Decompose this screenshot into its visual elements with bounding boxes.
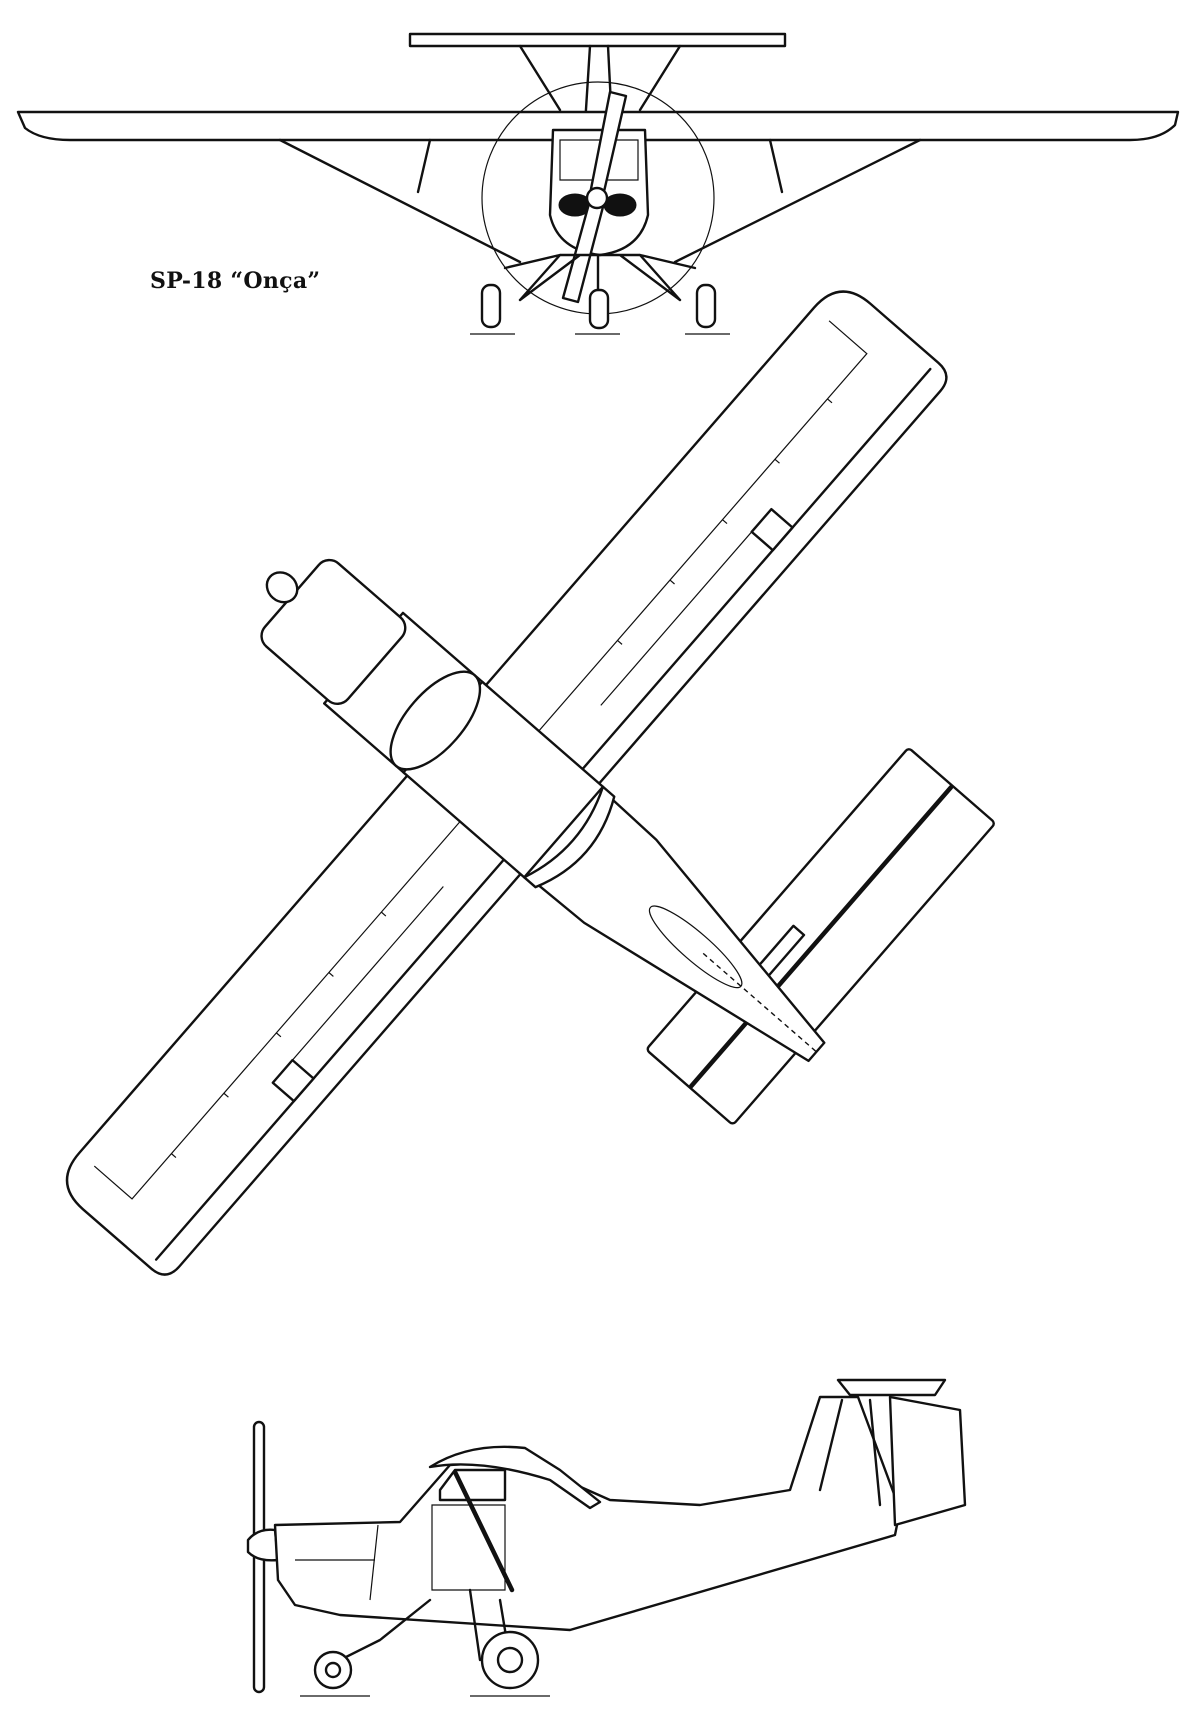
aileron-left-end — [271, 1058, 315, 1103]
flap-lines — [272, 508, 772, 1084]
nose-wheel-hub — [324, 1661, 342, 1679]
aircraft-title: SP-18 “Onça” — [150, 268, 321, 294]
wing-rib-marks — [171, 398, 833, 1159]
wing-side — [428, 1445, 602, 1510]
main-wheel-hub — [496, 1646, 524, 1674]
right-wheel-front — [695, 283, 717, 329]
rudder-side — [888, 1395, 967, 1527]
elevator-hinge-top — [688, 784, 954, 1089]
cooling-inlet-right — [603, 193, 637, 217]
wing-front — [16, 110, 1180, 142]
left-wheel-front — [480, 283, 502, 329]
fin-side — [818, 1398, 882, 1507]
nose-wheel-front — [588, 288, 610, 330]
cabin-door — [431, 1504, 506, 1591]
windshield-top — [389, 670, 482, 771]
aileron-right-end — [750, 507, 794, 552]
tail-struts-front — [518, 44, 682, 112]
rear-window-top — [523, 785, 616, 889]
front-view — [16, 32, 1180, 335]
wing-struts-front — [278, 138, 922, 264]
spinner-top — [265, 571, 299, 604]
side-view — [246, 1378, 967, 1697]
fuselage-side — [273, 1395, 902, 1632]
spinner-side — [246, 1528, 280, 1562]
cowling-panel-lines — [295, 1524, 379, 1601]
tailplane-side — [836, 1378, 947, 1397]
wing-strut-side — [452, 1469, 515, 1593]
spinner-front — [585, 186, 609, 210]
jury-struts-front — [416, 138, 784, 194]
top-view — [65, 290, 995, 1276]
tailplane-front — [408, 32, 787, 48]
main-gear-legs-front — [503, 253, 697, 302]
fin-hidden-line — [702, 952, 817, 1053]
